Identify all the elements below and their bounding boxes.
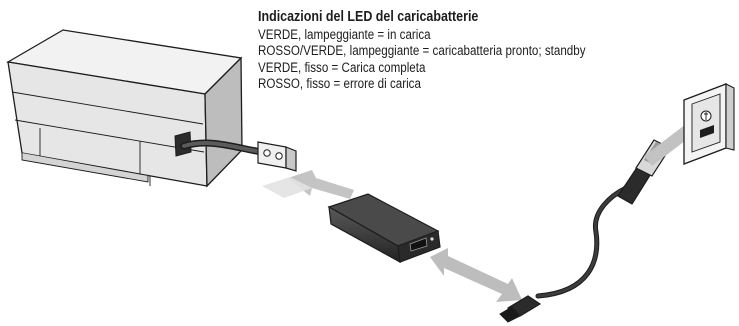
- usb-cable-icon: [499, 139, 671, 323]
- plug-in-arrow-2: [430, 248, 522, 302]
- usb-wall-socket-icon: [683, 83, 735, 165]
- legend-line-green-blinking: VERDE, lampeggiante = in carica: [258, 26, 431, 42]
- legend-title: Indicazioni del LED del caricabatterie: [258, 9, 479, 25]
- legend-line-red-green-blinking: ROSSO/VERDE, lampeggiante = caricabatter…: [258, 43, 586, 59]
- legend-line-green-steady: VERDE, fisso = Carica completa: [258, 59, 426, 75]
- led-legend: Indicazioni del LED del caricabatterie V…: [258, 9, 586, 93]
- charger-icon: [327, 193, 441, 264]
- battery-pack-icon: [6, 29, 243, 188]
- battery-cable-icon: [180, 139, 297, 172]
- legend-line-red-steady: ROSSO, fisso = errore di carica: [258, 76, 421, 92]
- plug-in-arrow-1: [262, 170, 354, 199]
